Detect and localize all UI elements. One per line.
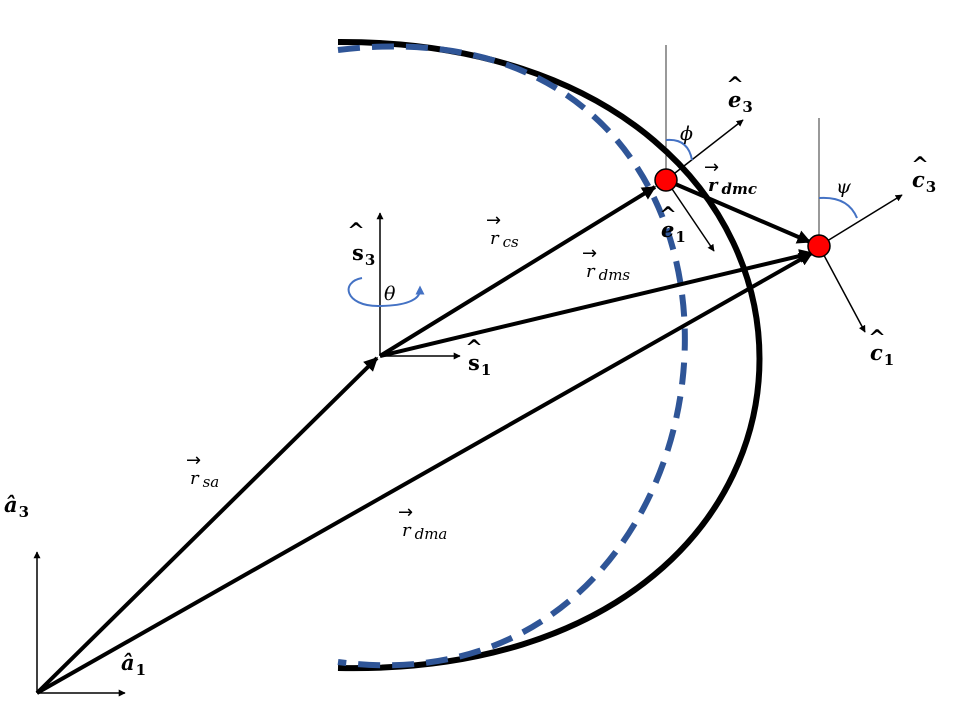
- psi-angle-arc: [818, 196, 858, 219]
- vector-r-cs: [378, 185, 657, 358]
- svg-text:→: →: [704, 157, 719, 178]
- svg-text:rcs: rcs: [490, 228, 519, 251]
- e1-axis: [665, 179, 715, 252]
- svg-text:→: →: [582, 243, 597, 264]
- svg-text:c3: c3: [912, 167, 936, 196]
- inner-dashed-orbit-curve: [337, 43, 688, 669]
- label-psi: ψ: [836, 176, 852, 198]
- label-theta: θ: [384, 283, 396, 305]
- outer-orbit-curve: [337, 38, 763, 672]
- c3-axis: [818, 194, 903, 247]
- vector-r-sa: [35, 356, 379, 695]
- label-c1: ^ c1: [868, 325, 894, 369]
- label-e1: ^ e1: [659, 202, 686, 246]
- svg-text:^: ^: [659, 202, 677, 227]
- label-a1: â1: [121, 650, 146, 679]
- label-phi: ϕ: [680, 123, 693, 145]
- label-e3: ^ e3: [726, 72, 753, 116]
- svg-text:^: ^: [868, 325, 886, 350]
- vector-r-dmc: [665, 178, 812, 244]
- svg-text:→: →: [186, 450, 201, 471]
- svg-text:rsa: rsa: [190, 468, 219, 491]
- e3-axis: [665, 119, 744, 181]
- svg-text:→: →: [398, 502, 413, 523]
- label-a3: â3: [4, 492, 29, 521]
- svg-text:^: ^: [911, 152, 929, 177]
- svg-text:â1: â1: [121, 650, 146, 679]
- point-c-marker: [654, 168, 678, 192]
- label-c3: ^ c3: [911, 152, 936, 196]
- svg-text:s1: s1: [468, 350, 491, 379]
- label-s1: ^ s1: [465, 335, 491, 379]
- svg-text:e3: e3: [728, 87, 753, 116]
- point-dm-marker: [807, 234, 831, 258]
- svg-text:â3: â3: [4, 492, 29, 521]
- theta-rotation-arc: [347, 277, 425, 308]
- svg-text:^: ^: [347, 218, 365, 243]
- vector-r-dms: [379, 249, 814, 358]
- c1-axis: [818, 245, 866, 333]
- svg-text:e1: e1: [661, 217, 686, 246]
- svg-text:→: →: [486, 210, 501, 231]
- vector-r-dma: [36, 251, 814, 695]
- label-s3: ^ s3: [347, 218, 375, 269]
- svg-text:^: ^: [465, 335, 483, 360]
- phi-angle-arc: [665, 138, 693, 161]
- svg-text:c1: c1: [870, 340, 894, 369]
- svg-text:s3: s3: [352, 240, 375, 269]
- svg-text:^: ^: [726, 72, 744, 97]
